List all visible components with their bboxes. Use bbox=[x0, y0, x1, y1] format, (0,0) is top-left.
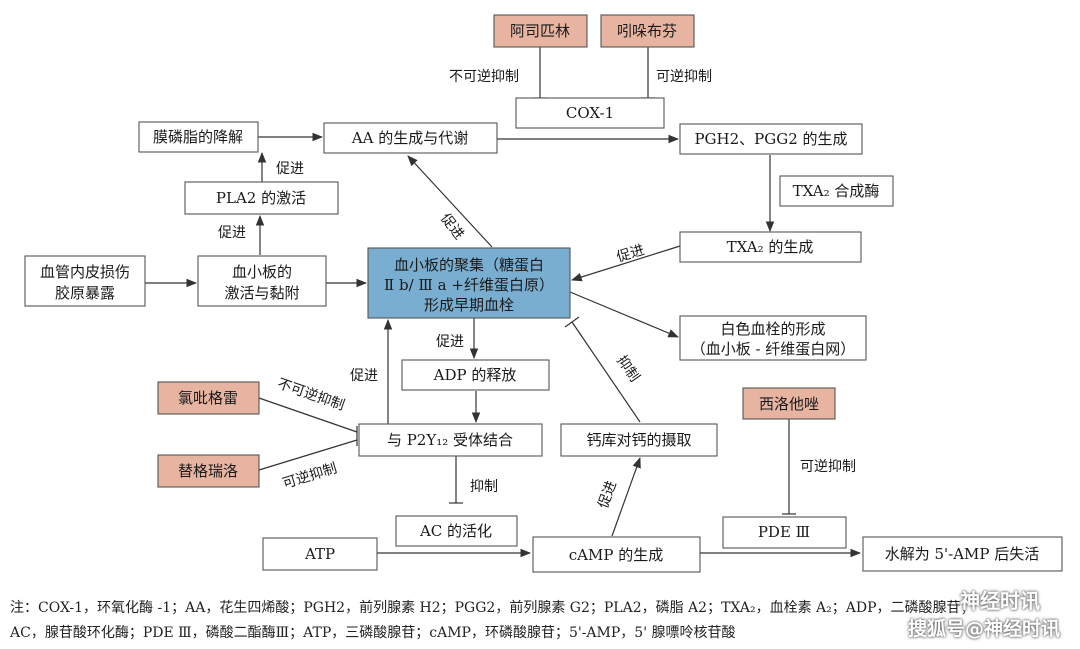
node-txa2-synthase-text: TXA₂ 合成酶 bbox=[793, 182, 880, 200]
node-center-aggregation bbox=[367, 247, 571, 319]
node-endothelium bbox=[24, 255, 146, 307]
label-aspirin-irreversible: 不可逆抑制 bbox=[449, 69, 519, 85]
node-ac bbox=[395, 515, 518, 547]
edge-ticagrelor-p2y12 bbox=[258, 439, 358, 471]
edge-camp-calcium bbox=[611, 456, 641, 537]
label-promote-activation: 促进 bbox=[218, 225, 246, 241]
label-inhibit-ac: 抑制 bbox=[470, 479, 498, 495]
node-platelet-activation-line2: 激活与黏附 bbox=[224, 284, 299, 302]
edge-clopidogrel-p2y12 bbox=[258, 397, 358, 433]
node-cilostazol-text: 西洛他唑 bbox=[759, 395, 819, 413]
node-pgh2 bbox=[679, 123, 863, 155]
node-ticagrelor-text: 替格瑞洛 bbox=[178, 462, 238, 480]
label-clopidogrel-irreversible: 不可逆抑制 bbox=[275, 376, 346, 414]
edge-txa2-center bbox=[570, 245, 681, 282]
label-promote-adp: 促进 bbox=[436, 334, 464, 350]
node-atp bbox=[262, 537, 378, 571]
node-platelet-activation-line1: 血小板的 bbox=[232, 263, 292, 281]
node-pgh2-text: PGH2、PGG2 的生成 bbox=[694, 130, 847, 148]
node-endothelium-line1: 血管内皮损伤 bbox=[40, 263, 130, 281]
label-inhibit-calcium: 抑制 bbox=[613, 353, 642, 385]
node-indobufen-text: 吲哚布芬 bbox=[617, 22, 677, 40]
edge-center-aa bbox=[407, 155, 493, 248]
footnote-line1: 注：COX-1，环氧化酶 -1；AA，花生四烯酸；PGH2，前列腺素 H2；PG… bbox=[10, 600, 975, 616]
node-white-thrombus-line1: 白色血栓的形成 bbox=[720, 320, 825, 338]
node-platelet-activation bbox=[197, 255, 327, 307]
edge-calcium-center bbox=[571, 321, 641, 423]
node-center-line3: 形成早期血栓 bbox=[424, 296, 514, 314]
node-pde3 bbox=[722, 516, 847, 549]
node-white-thrombus-line2: （血小板 - 纤维蛋白网） bbox=[691, 340, 856, 358]
node-clopidogrel-text: 氯吡格雷 bbox=[178, 389, 238, 407]
label-ticagrelor-reversible: 可逆抑制 bbox=[281, 460, 339, 492]
inhibit-bar-calcium bbox=[564, 316, 580, 328]
node-endothelium-line2: 胶原暴露 bbox=[55, 284, 115, 302]
node-camp-text: cAMP 的生成 bbox=[569, 546, 663, 564]
node-pla2-text: PLA2 的激活 bbox=[216, 189, 306, 207]
label-promote-txa2: 促进 bbox=[615, 242, 646, 265]
label-indobufen-reversible: 可逆抑制 bbox=[656, 69, 712, 85]
node-center-line1: 血小板的聚集（糖蛋白 bbox=[394, 256, 544, 274]
node-adp-text: ADP 的释放 bbox=[433, 366, 517, 384]
node-txa2-synthase bbox=[779, 175, 894, 207]
node-cox1-text: COX-1 bbox=[566, 104, 614, 122]
node-aspirin-text: 阿司匹林 bbox=[510, 22, 570, 40]
node-pla2 bbox=[184, 181, 339, 215]
node-indobufen bbox=[600, 14, 695, 48]
node-hydrolysis-text: 水解为 5'-AMP 后失活 bbox=[885, 545, 1040, 563]
node-p2y12-text: 与 P2Y₁₂ 受体结合 bbox=[387, 431, 513, 449]
node-aa-text: AA 的生成与代谢 bbox=[351, 129, 468, 147]
footnote-line2: AC，腺苷酸环化酶；PDE Ⅲ，磷酸二酯酶Ⅲ；ATP，三磷酸腺苷；cAMP，环磷… bbox=[10, 625, 736, 641]
node-txa2 bbox=[679, 231, 862, 263]
node-txa2-text: TXA₂ 的生成 bbox=[727, 238, 814, 256]
node-calcium-text: 钙库对钙的摄取 bbox=[586, 431, 691, 449]
node-adp bbox=[401, 359, 550, 391]
mechanism-diagram: 不可逆抑制 可逆抑制 促进 促进 促进 促进 促进 促进 不可逆抑制 可逆抑制 … bbox=[24, 14, 1063, 573]
label-cilostazol-reversible: 可逆抑制 bbox=[800, 459, 856, 475]
node-aa bbox=[323, 122, 498, 154]
node-hydrolysis bbox=[862, 536, 1063, 572]
label-promote-pla2: 促进 bbox=[276, 161, 304, 177]
node-clopidogrel bbox=[157, 381, 260, 415]
node-pde3-text: PDE Ⅲ bbox=[758, 523, 810, 541]
node-center-line2: Ⅱ b/ Ⅲ a +纤维蛋白原） bbox=[384, 276, 554, 294]
node-aspirin bbox=[493, 14, 588, 48]
node-membrane-text: 膜磷脂的降解 bbox=[153, 128, 243, 146]
node-ticagrelor bbox=[157, 454, 260, 488]
watermark-line2: 搜狐号@神经时讯 bbox=[907, 618, 1060, 640]
watermark-line1: 神经时讯 bbox=[960, 589, 1040, 613]
label-promote-camp: 促进 bbox=[595, 479, 620, 511]
node-cox1 bbox=[515, 97, 665, 129]
node-camp bbox=[532, 536, 701, 573]
node-atp-text: ATP bbox=[304, 545, 335, 563]
node-cilostazol bbox=[742, 387, 836, 420]
node-white-thrombus bbox=[679, 315, 867, 361]
label-promote-p2y12: 促进 bbox=[350, 368, 378, 384]
node-calcium bbox=[560, 423, 718, 457]
node-ac-text: AC 的活化 bbox=[419, 522, 492, 540]
node-p2y12 bbox=[358, 423, 543, 457]
edge-center-white bbox=[569, 291, 679, 338]
node-membrane bbox=[138, 121, 259, 153]
